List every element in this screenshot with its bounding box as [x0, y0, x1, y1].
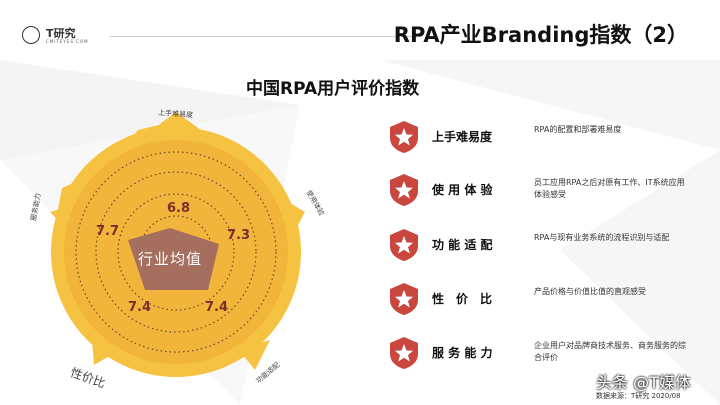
- logo-name: T研究: [46, 27, 76, 40]
- logo: T研究 CMITEYES.COM: [22, 24, 102, 48]
- legend-item: 使 用 体 验 员工应用RPA之后对原有工作、IT系统应用体验感受: [388, 173, 688, 213]
- star-badge-icon: [390, 121, 418, 153]
- watermark: 头条 @T媒体: [596, 373, 691, 392]
- score-service: 7.7: [96, 224, 120, 239]
- star-badge-icon: [390, 174, 418, 206]
- legend-desc: 员工应用RPA之后对原有工作、IT系统应用体验感受: [534, 178, 685, 199]
- industry-average-pentagon: [128, 228, 219, 290]
- legend-desc: RPA与现有业务系统的流程识别与适配: [534, 233, 670, 242]
- legend-name: 服 务 能 力: [432, 346, 493, 360]
- legend-name: 性 价 比: [432, 292, 493, 306]
- legend-name: 使 用 体 验: [432, 183, 493, 197]
- header-divider: [110, 36, 422, 37]
- legend-desc: RPA的配置和部署难易度: [534, 125, 622, 134]
- score-experience: 7.3: [227, 228, 251, 243]
- legend-item: 性 价 比 产品价格与价值比值的直观感受: [388, 282, 688, 322]
- star-badge-icon: [390, 337, 418, 369]
- logo-subtitle: CMITEYES.COM: [46, 39, 89, 44]
- legend-item: 服 务 能 力 企业用户对品牌商技术服务、商务服务的综合评价: [388, 336, 688, 376]
- data-source: 数据来源：T研究 2020/08: [596, 392, 681, 400]
- score-fit: 7.4: [205, 300, 229, 315]
- star-badge-icon: [390, 283, 418, 315]
- legend-item: 上手难易度 RPA的配置和部署难易度: [388, 120, 688, 160]
- legend-desc: 企业用户对品牌商技术服务、商务服务的综合评价: [534, 341, 686, 362]
- legend-item: 功 能 适 配 RPA与现有业务系统的流程识别与适配: [388, 228, 688, 268]
- logo-circle-icon: [22, 26, 40, 44]
- legend-name: 上手难易度: [432, 130, 493, 144]
- legend-desc: 产品价格与价值比值的直观感受: [534, 287, 646, 296]
- star-badge-icon: [390, 229, 418, 261]
- score-value: 7.4: [128, 300, 152, 315]
- legend-name: 功 能 适 配: [432, 238, 493, 252]
- score-ease: 6.8: [167, 201, 191, 216]
- section-title: 中国RPA用户评价指数: [246, 79, 420, 99]
- center-label: 行业均值: [138, 250, 203, 268]
- page-title: RPA产业Branding指数（2）: [393, 23, 688, 47]
- radar-star-points: [152, 112, 201, 130]
